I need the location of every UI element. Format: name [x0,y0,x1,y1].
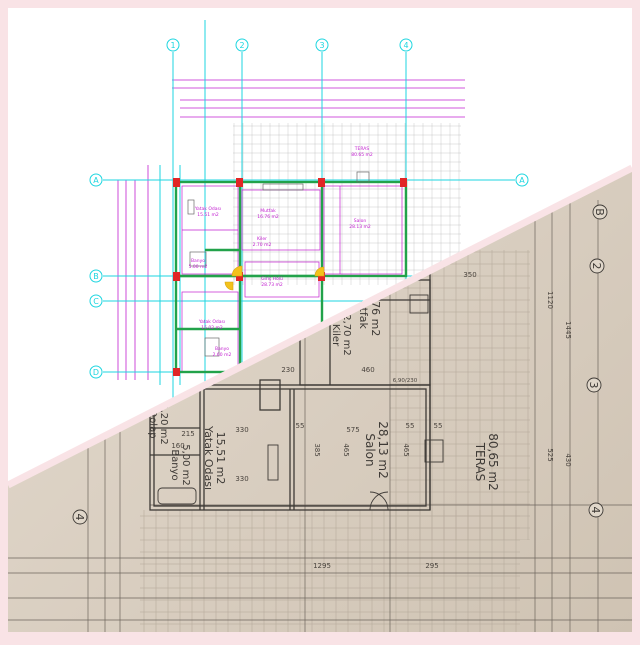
cad-room-bath1-area: 5.00 m2 [189,264,208,270]
scan-room-bedroom-area: 15,51 m2 [214,432,227,485]
scan-axis-label-4-left: 4 [73,514,86,521]
cad-room-kitchen-name: Mutfak [260,208,276,214]
dim-430: 430 [564,453,572,466]
grid-label-c: C [93,297,99,306]
cad-room-bath2-name: Banyo [215,346,229,352]
scan-axis-bubble-2 [589,258,605,274]
scan-axis-label-3: 3 [587,382,600,389]
cad-grid-labels: 1 2 3 4 A B C D A [93,41,525,377]
grid-bubble-a-right [515,173,529,187]
cad-doors [224,265,325,291]
scan-room-living-name: Salon [363,433,377,466]
scan-axis-label-2: 2 [590,263,603,270]
dim-55-c: 55 [434,422,443,430]
cad-room-terrace-area: 80.65 m2 [351,152,373,158]
cad-fixtures [187,171,370,357]
cad-room-bedroom2-name: Yatak Odası [198,319,225,325]
scan-axis-bubble-b [592,204,608,220]
cad-grid-bubbles [89,38,529,379]
cad-room-bedroom1-name: Yatak Odası [194,206,221,212]
scan-room-terrace-name: TERAS [473,442,487,482]
grid-label-b: B [93,272,99,281]
dim-330-b: 330 [235,475,248,483]
scan-room-terrace-area: 80,65 m2 [486,433,500,491]
dim-1120: 1120 [546,291,554,309]
scan-room-pantry-name: Kiler [330,324,341,347]
scan-terrace-tiles [390,250,530,540]
dim-385: 385 [313,443,321,456]
cad-room-bath1-name: Banyo [191,258,205,264]
cad-room-hall-area: 28.73 m2 [261,282,283,288]
scan-axis-bubble-4 [588,502,604,518]
dim-1295: 1295 [313,562,331,570]
grid-bubble-4 [399,38,413,52]
cad-room-bath2-area: 2.60 m2 [213,352,232,358]
cad-room-living-area: 28.13 m2 [349,224,371,230]
scan-dimension-lines [8,200,632,632]
scan-room-bath-area: 5,00 m2 [180,444,191,486]
dim-465-a: 465 [342,443,350,456]
grid-bubble-d [89,365,103,379]
scan-walls [149,270,431,511]
scan-lower-tiles [140,510,520,632]
scan-dimension-numbers: 350 230 460 575 330 330 465 465 385 1295… [171,271,572,570]
grid-label-4: 4 [403,41,408,50]
scan-axis-bubble-4-left [72,509,88,525]
cad-room-pantry-area: 2.70 m2 [253,242,272,248]
cad-room-bedroom2-area: 15.02 m2 [201,325,223,331]
dim-55-a: 55 [296,422,305,430]
scan-room-closet-name: Dolap [147,409,158,438]
cad-room-kitchen-area: 16.76 m2 [257,214,279,220]
scan-axis-bubble-3 [586,377,602,393]
grid-bubble-1 [166,38,180,52]
cad-room-terrace-name: TERAS [354,146,370,152]
cad-terrace-tiles [233,123,461,285]
grid-bubble-b [89,269,103,283]
grid-label-2: 2 [239,41,244,50]
scan-axis-label-b: B [593,208,606,216]
grid-label-a: A [93,176,99,185]
cad-room-living-name: Salon [354,218,367,224]
dim-215: 215 [181,430,194,438]
grid-bubble-c [89,294,103,308]
grid-label-1: 1 [170,41,175,50]
dim-690-230: 6,90/230 [393,378,418,384]
scan-room-bath-name: Banyo [169,449,180,480]
dim-160: 160 [171,442,184,450]
grid-bubble-2 [235,38,249,52]
cad-room-hall-name: Giriş Holü [261,276,283,282]
scan-room-pantry-area: 2,70 m2 [341,314,352,356]
dim-350: 350 [463,271,476,279]
dim-295: 295 [425,562,438,570]
dim-525: 525 [546,448,554,461]
grid-bubble-3 [315,38,329,52]
dim-1445: 1445 [564,321,572,339]
scan-room-living-area: 28,13 m2 [376,421,390,479]
cad-room-pantry-name: Kiler [257,236,267,242]
scan-room-bedroom-name: Yatak Odası [202,425,215,490]
grid-bubble-a [89,173,103,187]
cad-columns [173,178,407,376]
diagonal-divider [6,164,634,489]
grid-label-d: D [93,368,99,377]
scan-room-closet-area: 4,20 m2 [158,403,169,445]
dim-330-a: 330 [235,426,248,434]
scan-axis-label-4: 4 [589,507,602,514]
dim-460: 460 [361,366,374,374]
grid-label-a-right: A [519,176,525,185]
scan-axis-bubbles [72,204,608,525]
dim-55-b: 55 [406,422,415,430]
dim-465-b: 465 [402,443,410,456]
dim-230: 230 [281,366,294,374]
dim-575: 575 [346,426,359,434]
cad-room-bedroom1-area: 15.51 m2 [197,212,219,218]
cad-room-labels: Yatak Odası 15.51 m2 Mutfak 16.76 m2 Sal… [189,146,373,358]
scan-fixtures [157,294,444,511]
grid-label-3: 3 [319,41,324,50]
